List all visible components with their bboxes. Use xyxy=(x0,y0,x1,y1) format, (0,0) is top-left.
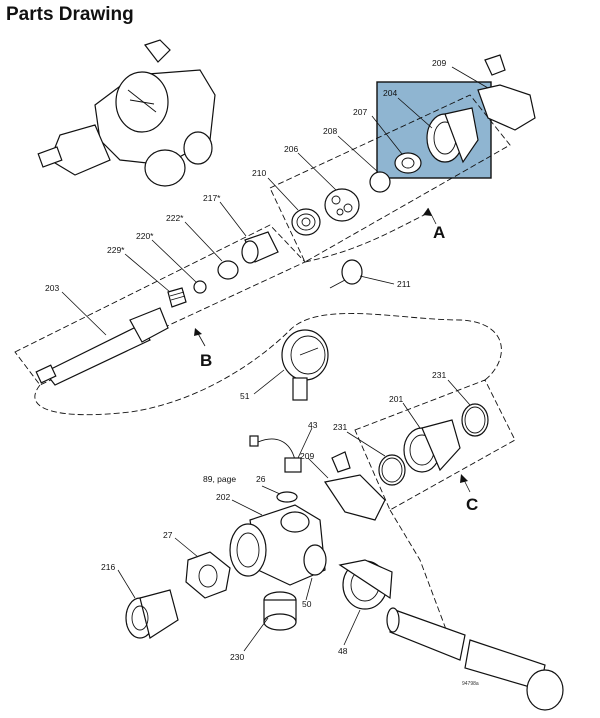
group-lower-loop xyxy=(34,313,502,416)
callout-203: 203 xyxy=(45,283,59,293)
callout-204: 204 xyxy=(383,88,397,98)
callout-220: 220* xyxy=(136,231,154,241)
group-c-boundary xyxy=(354,379,516,511)
callout-207: 207 xyxy=(353,107,367,117)
part-207-washer xyxy=(394,152,422,174)
part-216-fitting xyxy=(125,589,179,639)
part-211-valve xyxy=(329,259,363,289)
callout-209-top: 209 xyxy=(432,58,446,68)
group-label-b: B xyxy=(200,351,212,370)
part-206-cage xyxy=(324,188,360,222)
callout-201: 201 xyxy=(389,394,403,404)
callout-51: 51 xyxy=(240,391,250,401)
callout-229: 229* xyxy=(107,245,125,255)
part-27-nut xyxy=(185,551,231,599)
callout-208: 208 xyxy=(323,126,337,136)
callout-222: 222* xyxy=(166,213,184,223)
group-label-c: C xyxy=(466,495,478,514)
part-230-plug xyxy=(263,591,297,631)
part-220-ball xyxy=(193,280,207,294)
group-label-a: A xyxy=(433,223,445,242)
part-26-oring xyxy=(276,491,298,503)
part-209-lower-clamp xyxy=(324,451,386,521)
part-217-piston xyxy=(241,231,279,264)
group-c-tail xyxy=(389,509,451,641)
callout-209-lower: 209 xyxy=(300,451,314,461)
part-229-spring xyxy=(167,287,187,308)
part-204-sleeve xyxy=(426,107,479,164)
callout-43: 43 xyxy=(308,420,318,430)
drawing-reference: 94798a xyxy=(462,681,479,687)
part-202-manifold xyxy=(229,504,327,586)
part-203-rod xyxy=(35,307,169,386)
callout-217: 217* xyxy=(203,193,221,203)
group-b-arrow xyxy=(194,328,202,336)
part-222-ring xyxy=(217,260,239,280)
group-a-arrow xyxy=(423,208,432,216)
suction-hose-drawing xyxy=(386,607,564,711)
part-209-clamp-top xyxy=(477,54,536,131)
callout-211: 211 xyxy=(397,279,411,289)
part-210-spring xyxy=(291,208,321,236)
leader-lines xyxy=(61,66,489,652)
callout-206: 206 xyxy=(284,144,298,154)
callout-230: 230 xyxy=(230,652,244,662)
callout-48: 48 xyxy=(338,646,348,656)
group-b-loop xyxy=(304,211,431,263)
part-48-coupler xyxy=(338,559,393,610)
part-43-cable xyxy=(249,435,302,473)
part-231-lower-oring xyxy=(378,454,406,486)
group-a-leader xyxy=(427,207,437,225)
group-c-arrow xyxy=(460,474,468,483)
page-title: Parts Drawing xyxy=(6,4,134,25)
callout-26: 26 xyxy=(256,474,266,484)
callout-27: 27 xyxy=(163,530,173,540)
callout-50: 50 xyxy=(302,599,312,609)
callout-210: 210 xyxy=(252,168,266,178)
assembled-pump-drawing xyxy=(37,39,216,187)
part-201-cylinder xyxy=(403,419,461,473)
part-231-upper-oring xyxy=(461,403,489,437)
part-208-ball xyxy=(369,171,391,193)
callout-231-lower: 231 xyxy=(333,422,347,432)
callout-89-page: 89, page xyxy=(203,474,236,484)
part-51-gauge xyxy=(281,329,329,401)
callout-216: 216 xyxy=(101,562,115,572)
group-a-boundary xyxy=(269,94,511,263)
callout-202: 202 xyxy=(216,492,230,502)
callout-231-upper: 231 xyxy=(432,370,446,380)
